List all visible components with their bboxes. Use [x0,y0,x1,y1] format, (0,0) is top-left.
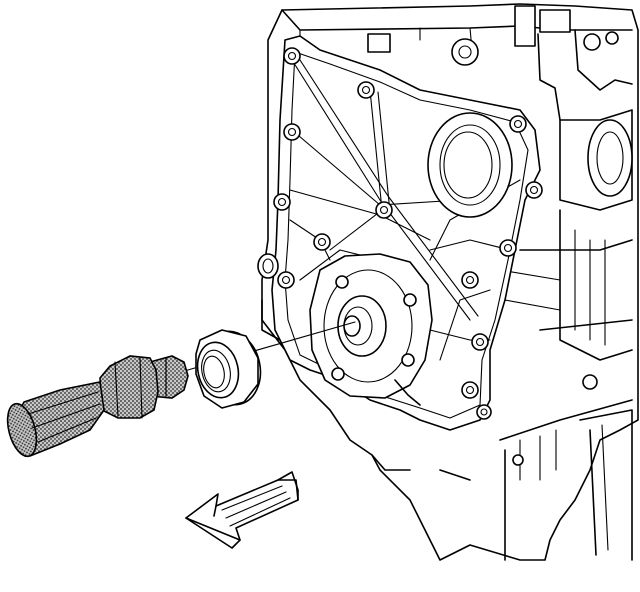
oil-seal-icon [195,329,262,409]
removal-arrow-icon [185,471,299,549]
front-cover-icon [257,35,543,431]
seal-installer-tool-icon [6,355,189,458]
